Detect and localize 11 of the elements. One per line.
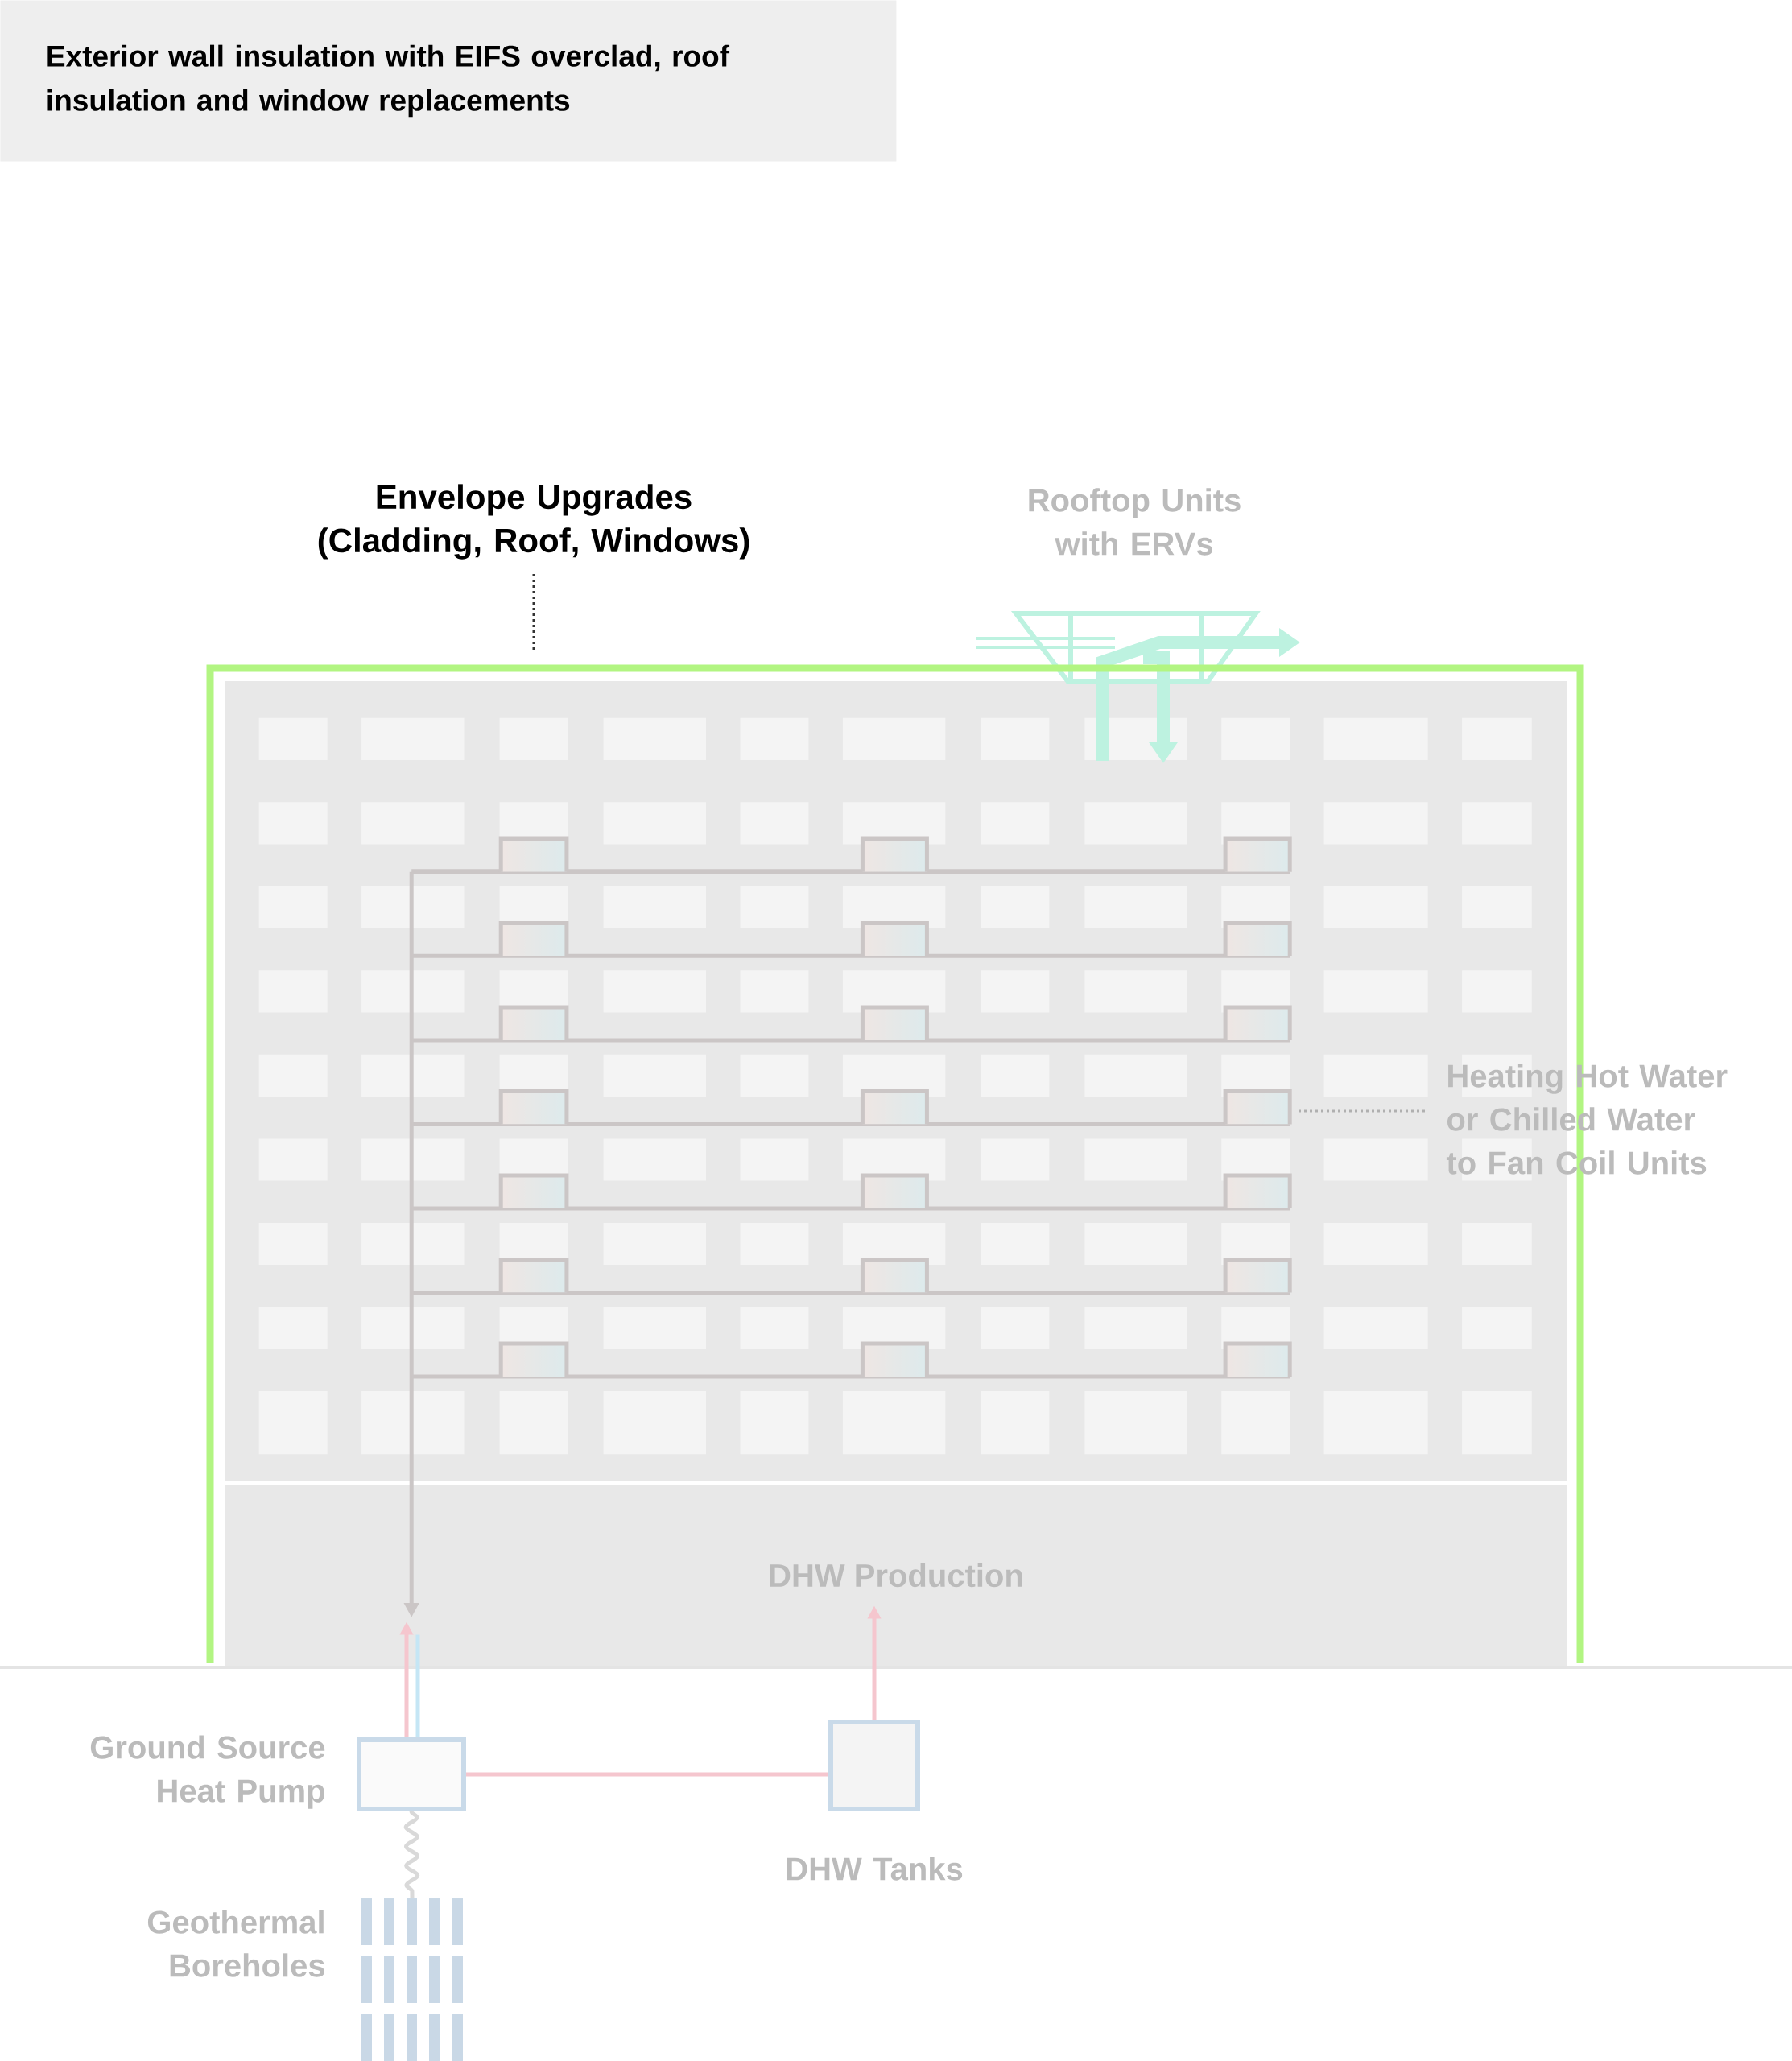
title-box: Exterior wall insulation with EIFS overclad, roof insulation and window replacements: [0, 0, 897, 162]
connector-line: [415, 1634, 420, 1737]
connector-line: [466, 1772, 828, 1777]
component-label: Ground Source Heat Pump: [90, 1735, 325, 1809]
callout-label: Envelope Upgrades (Cladding, Roof, Windows): [318, 484, 749, 560]
component-label: Geothermal Boreholes: [147, 1910, 324, 1977]
leader-line: [1299, 1109, 1425, 1113]
leader-line: [532, 574, 535, 652]
connector-line: [403, 1810, 420, 1898]
callout-label: Rooftop Units with ERVs: [1029, 488, 1241, 556]
component-label: DHW Tanks: [787, 1857, 963, 1881]
